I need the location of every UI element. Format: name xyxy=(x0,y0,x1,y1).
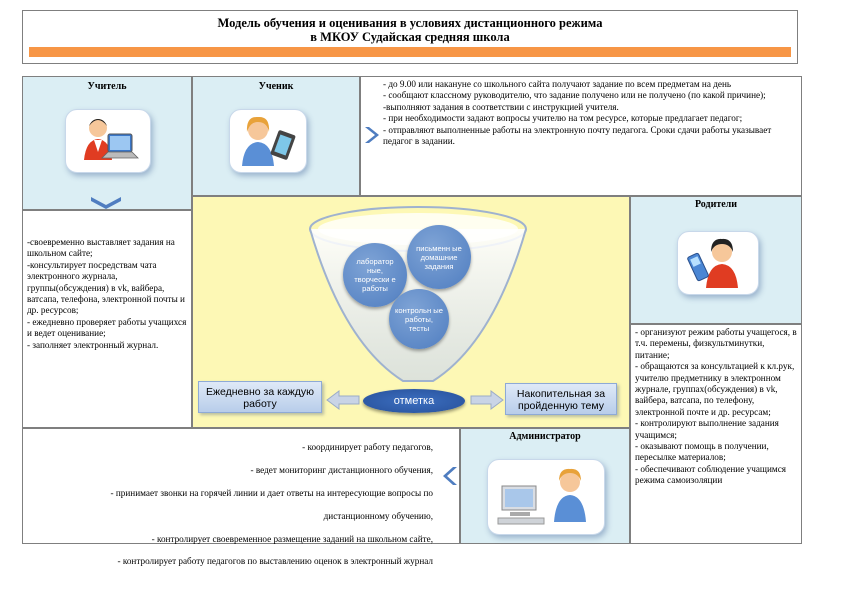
teacher-header: Учитель xyxy=(87,81,127,92)
result-grade: отметка xyxy=(363,389,465,413)
parents-header: Родители xyxy=(694,199,738,210)
cumulative-grade-box: Накопительная за пройденную тему xyxy=(505,383,617,415)
daily-grade-box: Ежедневно за каждую работу xyxy=(198,381,322,413)
bubble-written-label: письменн ые домашние задания xyxy=(416,243,462,271)
page-title: Модель обучения и оценивания в условиях … xyxy=(23,16,797,44)
administrator-computer-icon xyxy=(487,459,605,535)
administrator-cell: Администратор xyxy=(460,428,630,544)
admin-duty-2: - ведет мониторинг дистанционного обучен… xyxy=(250,465,433,476)
administrator-duties: - координирует работу педагогов, - ведет… xyxy=(33,431,433,579)
admin-duty-5: - контролирует работу педагогов по выста… xyxy=(117,556,433,567)
admin-duty-1: - координирует работу педагогов, xyxy=(302,442,433,453)
teacher-cell: Учитель xyxy=(22,76,192,210)
chevron-down-icon xyxy=(91,197,121,209)
bubble-control-label: контрольн ые работы, тесты xyxy=(395,305,443,333)
student-duties-cell: - до 9.00 или накануне со школьного сайт… xyxy=(360,76,802,196)
chevron-right-icon xyxy=(365,127,379,143)
admin-duty-4: - контролирует своевременное размещение … xyxy=(151,533,433,544)
teacher-duties-cell: -своевременно выставляет задания на школ… xyxy=(22,210,192,428)
student-duties: - до 9.00 или накануне со школьного сайт… xyxy=(383,79,772,147)
title-box: Модель обучения и оценивания в условиях … xyxy=(22,10,798,64)
arrow-right-icon xyxy=(470,390,504,410)
student-cell: Ученик xyxy=(192,76,360,196)
parents-duties: - организуют режим работы учащегося, в т… xyxy=(635,327,797,486)
teacher-laptop-icon xyxy=(65,109,151,173)
title-accent-bar xyxy=(29,47,791,57)
administrator-duties-cell: - координирует работу педагогов, - ведет… xyxy=(22,428,460,566)
admin-duty-3: - принимает звонки на горячей линии и да… xyxy=(110,488,433,499)
funnel-cell: лаборатор ные, творчески е работы письме… xyxy=(192,196,630,428)
administrator-header: Администратор xyxy=(509,431,581,442)
student-tablet-icon xyxy=(229,109,307,173)
chevron-left-icon xyxy=(443,467,457,485)
title-line-1: Модель обучения и оценивания в условиях … xyxy=(217,16,603,30)
arrow-left-icon xyxy=(326,390,360,410)
bubble-written-homework: письменн ые домашние задания xyxy=(407,225,471,289)
teacher-duties: -своевременно выставляет задания на школ… xyxy=(27,237,187,350)
parents-duties-cell: - организуют режим работы учащегося, в т… xyxy=(630,324,802,544)
title-line-2: в МКОУ Судайская средняя школа xyxy=(310,30,510,44)
parents-cell: Родители xyxy=(630,196,802,324)
parent-phone-icon xyxy=(677,231,759,295)
admin-duty-3b: дистанционному обучению, xyxy=(323,510,433,521)
bubble-lab-works: лаборатор ные, творчески е работы xyxy=(343,243,407,307)
bubble-lab-label: лаборатор ные, творчески е работы xyxy=(354,257,396,293)
bubble-control-works: контрольн ые работы, тесты xyxy=(389,289,449,349)
student-header: Ученик xyxy=(258,81,294,92)
